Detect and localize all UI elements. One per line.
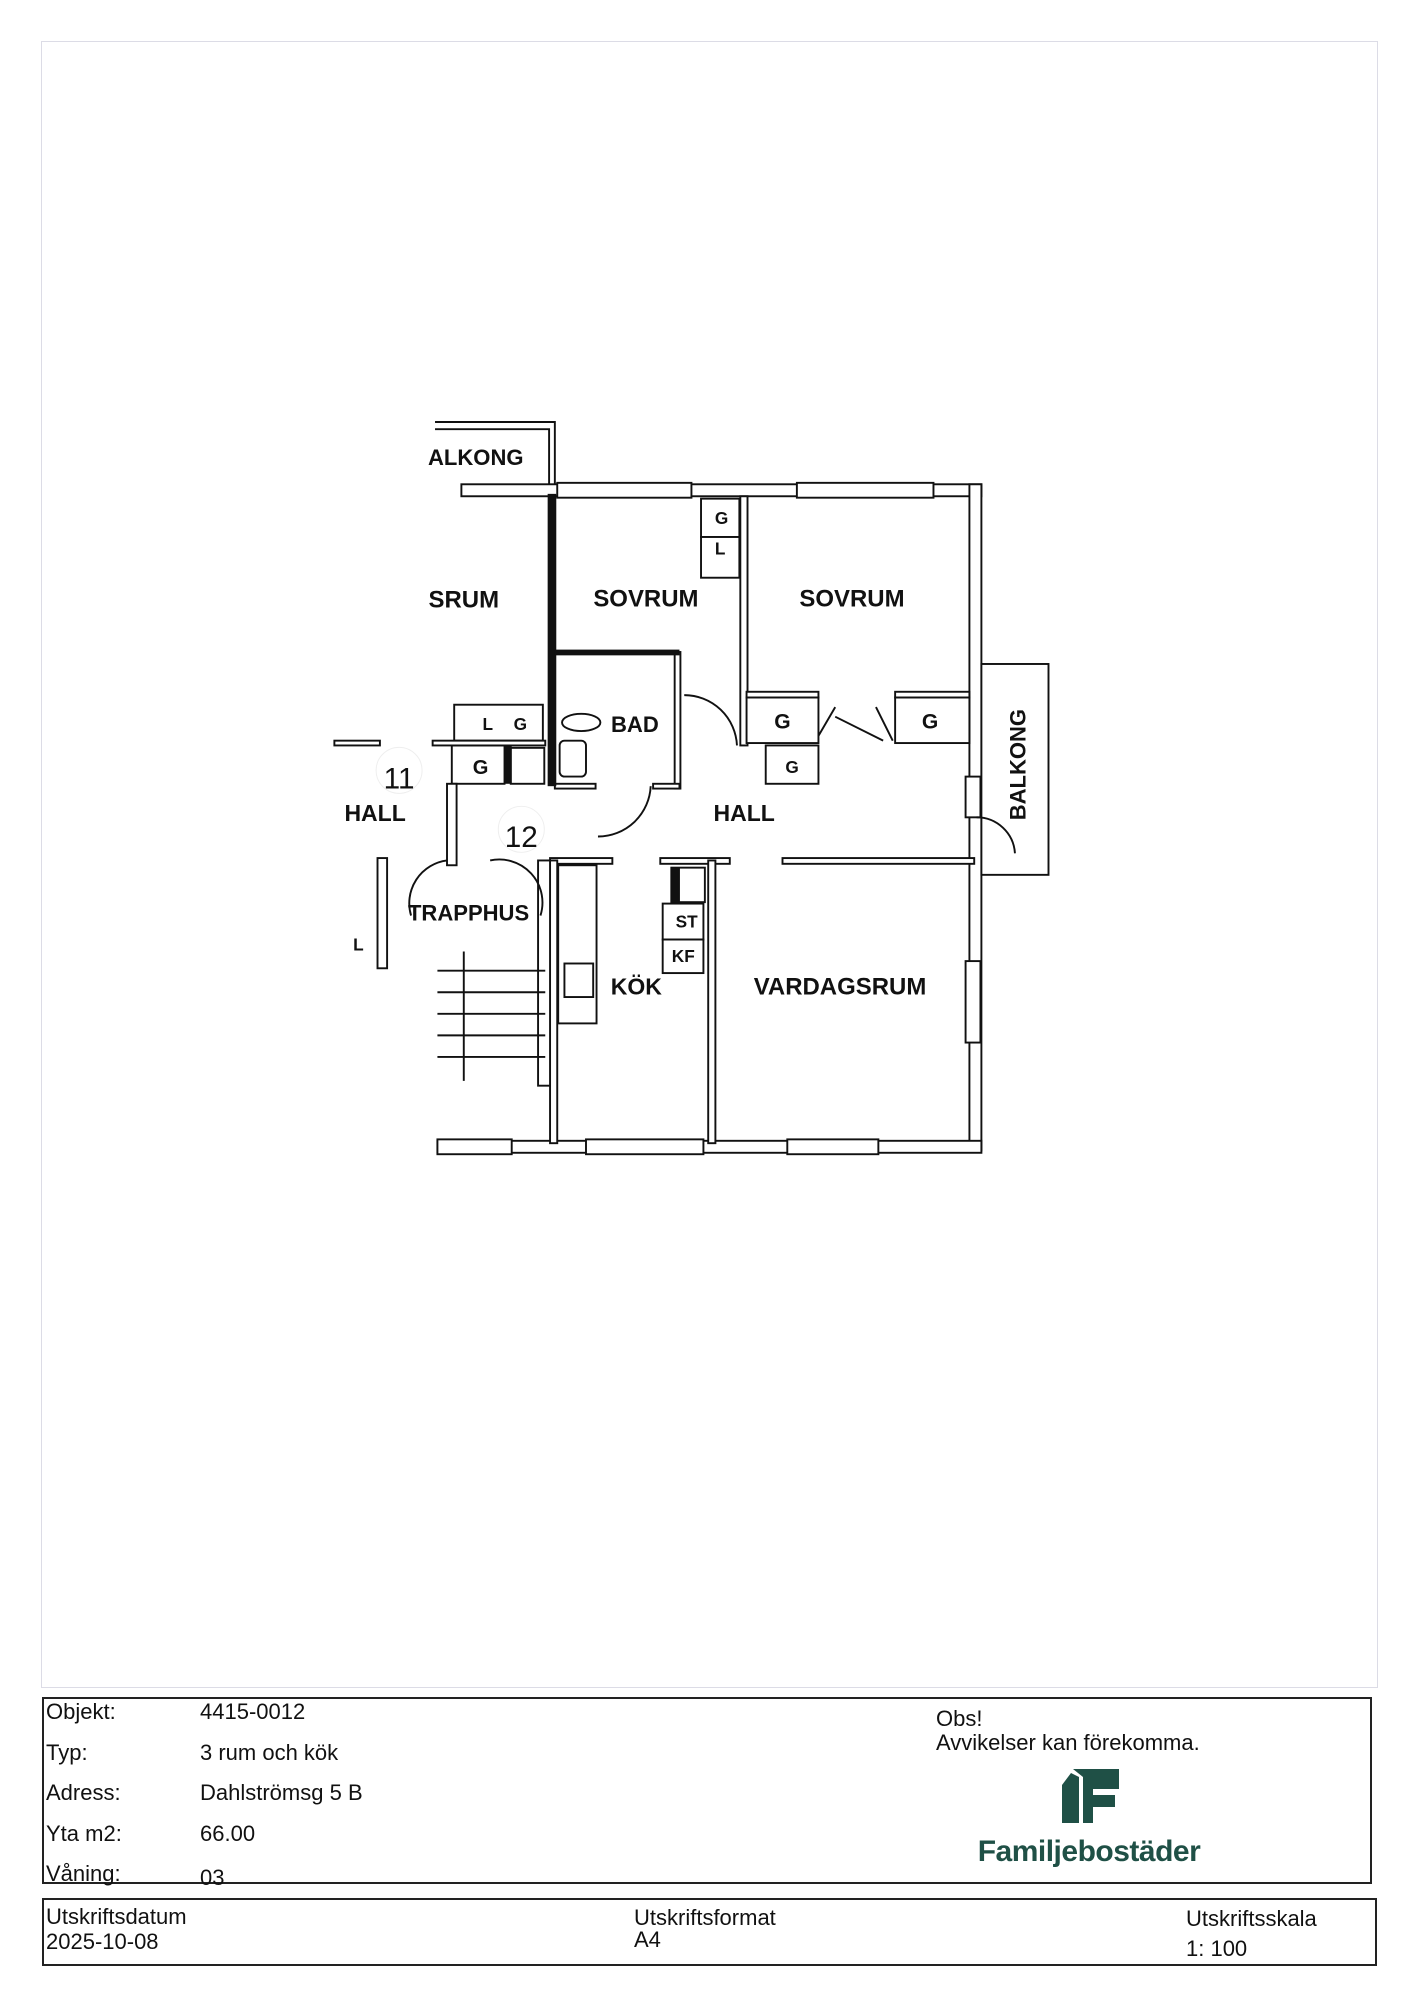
- page-frame: [41, 41, 1378, 1688]
- stairs: [437, 951, 546, 1081]
- balcony-outline-left: [435, 421, 556, 487]
- fixture-label: G: [473, 757, 489, 779]
- room-label-bedroom: SOVRUM: [799, 585, 904, 612]
- info-label: Objekt:: [46, 1699, 116, 1724]
- fixture-label: L: [715, 539, 726, 559]
- print-scale-label: Utskriftsskala: [1186, 1906, 1317, 1931]
- room-label: SRUM: [429, 586, 500, 613]
- fixture-label: G: [715, 508, 728, 528]
- object-info-box: Objekt: 4415-0012 Typ: 3 rum och kök Adr…: [42, 1697, 1372, 1890]
- info-label: Yta m2:: [46, 1821, 122, 1846]
- washbasin: [561, 712, 602, 733]
- print-date-label: Utskriftsdatum: [46, 1904, 187, 1929]
- print-scale: Utskriftsskala 1: 100: [1186, 1904, 1317, 1964]
- print-format-label: Utskriftsformat: [634, 1905, 776, 1930]
- fixture-label: ST: [676, 912, 699, 932]
- door-hall: [684, 694, 738, 746]
- fixture-label: L: [353, 935, 364, 955]
- window: [964, 960, 982, 1044]
- window: [556, 481, 693, 499]
- unit-marker: 11: [384, 763, 415, 796]
- balcony-outline-right: [980, 663, 1050, 876]
- sink: [563, 962, 595, 998]
- unit-marker: 12: [505, 821, 538, 854]
- print-info-box: Utskriftsdatum 2025-10-08 Utskriftsforma…: [42, 1898, 1377, 1966]
- room-label-living: VARDAGSRUM: [754, 974, 927, 1001]
- print-format-value: A4: [634, 1927, 661, 1952]
- info-value: 66.00: [200, 1821, 256, 1846]
- room-label-stairwell: TRAPPHUS: [408, 900, 529, 925]
- info-label: Typ:: [46, 1740, 88, 1765]
- window: [585, 1138, 705, 1156]
- brand-logo: Familjebostäder: [959, 1763, 1219, 1878]
- disclaimer: Obs! Avvikelser kan förekomma.: [936, 1707, 1200, 1755]
- room-label: ALKONG: [428, 445, 523, 470]
- closet: [700, 536, 741, 579]
- closet: [453, 703, 544, 742]
- window: [436, 1138, 513, 1156]
- room-label-bath: BAD: [611, 712, 659, 737]
- room-label-kitchen: KÖK: [611, 974, 663, 1000]
- closet: [764, 744, 820, 785]
- disclaimer-text: Avvikelser kan förekomma.: [936, 1730, 1200, 1755]
- brand-name: Familjebostäder: [977, 1835, 1201, 1868]
- window: [795, 481, 935, 499]
- print-date: Utskriftsdatum 2025-10-08: [46, 1904, 187, 1954]
- closet: [894, 696, 971, 745]
- info-value: 03: [200, 1865, 225, 1890]
- window: [964, 775, 982, 819]
- floor-plan: SRUM ALKONG SOVRUM SOVRUM BAD HALL HALL …: [333, 421, 1050, 1156]
- fixture-label: G: [774, 711, 790, 734]
- fixture-label: L: [482, 714, 493, 734]
- info-label: Våning:: [46, 1861, 121, 1886]
- closet: [450, 744, 506, 785]
- room-label-bedroom: SOVRUM: [593, 585, 698, 612]
- window: [786, 1138, 880, 1156]
- kitchen-counter: [557, 864, 598, 1025]
- door-bath: [597, 786, 652, 838]
- room-label-hall: HALL: [344, 800, 405, 826]
- fixture-label: G: [922, 711, 938, 734]
- disclaimer-title: Obs!: [936, 1706, 983, 1731]
- house-icon: [1062, 1769, 1119, 1823]
- closet: [745, 696, 820, 745]
- door-stairwell: [408, 858, 544, 916]
- info-value: 4415-0012: [200, 1699, 306, 1724]
- bathtub: [558, 739, 587, 778]
- fridge: [661, 938, 705, 975]
- info-value: 3 rum och kök: [200, 1740, 339, 1765]
- fixture-label: G: [514, 714, 527, 734]
- info-value: Dahlströmsg 5 B: [200, 1780, 363, 1805]
- room-label-hall: HALL: [713, 800, 774, 826]
- closet-doors: [817, 706, 894, 742]
- print-date-value: 2025-10-08: [46, 1929, 159, 1954]
- fixture-label: KF: [672, 946, 695, 966]
- room-label-balcony: BALKONG: [1005, 709, 1030, 820]
- print-scale-value: 1: 100: [1186, 1936, 1248, 1961]
- print-format: Utskriftsformat A4: [634, 1907, 776, 1951]
- door-balcony: [976, 816, 1016, 854]
- shaft: [509, 746, 546, 785]
- fixture-label: G: [785, 757, 798, 777]
- info-label: Adress:: [46, 1780, 121, 1805]
